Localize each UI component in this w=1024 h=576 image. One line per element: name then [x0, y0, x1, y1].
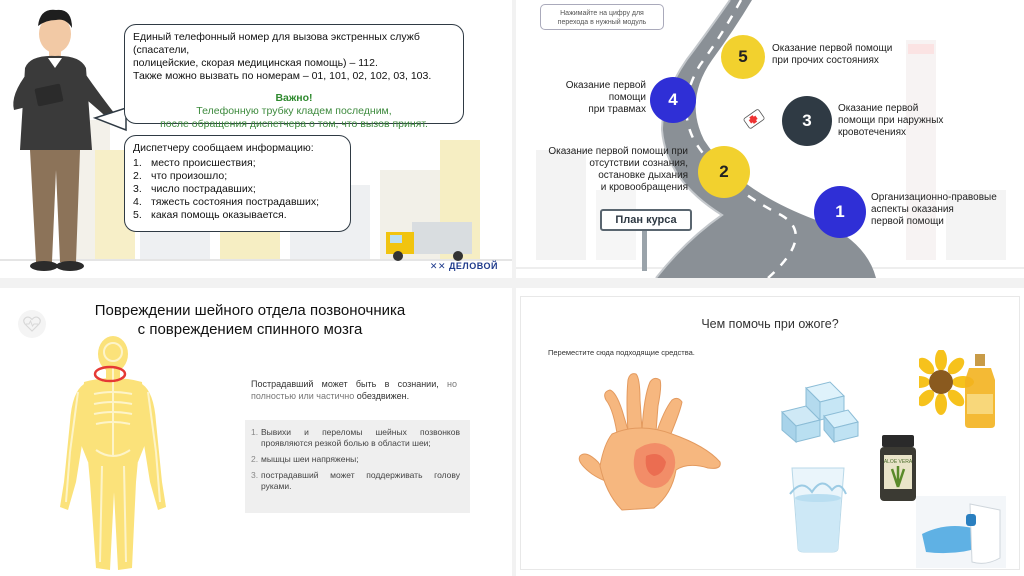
list-item: 3.пострадавший может поддерживать голову… — [251, 470, 460, 491]
truck-icon — [386, 222, 472, 261]
brand-logo: ✕✕ ДЕЛОВОЙ — [429, 261, 498, 271]
important-line: Телефонную трубку кладем последним, — [196, 105, 392, 117]
module-4-button[interactable]: 4 — [650, 77, 696, 123]
list-item: 2.что произошло; — [133, 170, 228, 182]
man-illustration — [13, 9, 126, 271]
symptom-list: 1.Вывихи и переломы шейных позвонков про… — [245, 420, 470, 513]
list-item: 2.мышцы шеи напряжены; — [251, 454, 359, 464]
dispatch-list: 1.место происшествия; 2.что произошло; 3… — [133, 157, 342, 222]
aloe-vera-jar-item[interactable]: ALOE VERA — [878, 433, 918, 503]
module-3-button[interactable]: 3 — [782, 96, 832, 146]
emergency-line: полицейские, скорая медицинская помощь) … — [133, 57, 378, 69]
vertical-divider — [512, 0, 516, 576]
module-1-button[interactable]: 1 — [814, 186, 866, 238]
spinal-injury-slide: Повреждении шейного отдела позвоночника … — [0, 288, 512, 576]
burn-help-quiz-slide: Чем помочь при ожоге? Переместите сюда п… — [516, 288, 1024, 576]
heart-pulse-icon — [18, 310, 46, 338]
slide-title: Повреждении шейного отдела позвоночника … — [94, 302, 406, 338]
emergency-call-slide: Единый телефонный номер для вызова экстр… — [0, 0, 512, 278]
emergency-line: Единый телефонный номер для вызова экстр… — [133, 31, 420, 56]
course-plan-sign[interactable]: План курса — [600, 209, 692, 231]
sunflower-oil-item[interactable] — [919, 350, 999, 428]
drop-zone-instruction: Переместите сюда подходящие средства. — [548, 348, 695, 357]
brand-mark-icon: ✕✕ — [429, 261, 450, 271]
burned-hand-drop-zone[interactable] — [576, 370, 726, 512]
dispatch-title: Диспетчеру сообщаем информацию: — [133, 142, 314, 154]
aloe-jar-label: ALOE VERA — [884, 459, 913, 465]
important-line: после обращения диспетчера о том, что вы… — [160, 118, 428, 130]
glass-of-water-item[interactable] — [782, 464, 854, 554]
module-5-button[interactable]: 5 — [721, 35, 765, 79]
emergency-numbers-box: Единый телефонный номер для вызова экстр… — [124, 24, 464, 130]
course-plan-slide: Нажимайте на цифру для перехода в нужный… — [516, 0, 1024, 278]
important-label: Важно! — [275, 92, 313, 104]
quiz-title: Чем помочь при ожоге? — [701, 317, 839, 331]
sign-post — [642, 231, 647, 271]
emergency-line: Также можно вызвать по номерам – 01, 101… — [133, 70, 432, 82]
skeleton-body-illustration — [60, 336, 166, 570]
navigation-hint: Нажимайте на цифру для перехода в нужный… — [540, 4, 664, 30]
module-2-button[interactable]: 2 — [698, 146, 750, 198]
list-item: 1.Вывихи и переломы шейных позвонков про… — [251, 427, 460, 448]
dispatcher-info-box: Диспетчеру сообщаем информацию: 1.место … — [124, 135, 351, 232]
road-illustration — [516, 0, 1024, 278]
ice-cubes-item[interactable] — [778, 376, 860, 444]
quiz-frame — [520, 296, 1020, 570]
list-item: 1.место происшествия; — [133, 157, 256, 169]
neck-injury-marker — [93, 365, 127, 383]
toothpaste-item[interactable] — [916, 496, 1006, 568]
horizontal-divider — [0, 278, 1024, 288]
ambulance-icon — [743, 109, 765, 129]
list-item: 5.какая помощь оказывается. — [133, 209, 287, 221]
list-item: 4.тяжесть состояния пострадавших; — [133, 196, 320, 208]
victim-description: Пострадавший может быть в сознании, но п… — [251, 379, 457, 401]
list-item: 3.число пострадавших; — [133, 183, 256, 195]
